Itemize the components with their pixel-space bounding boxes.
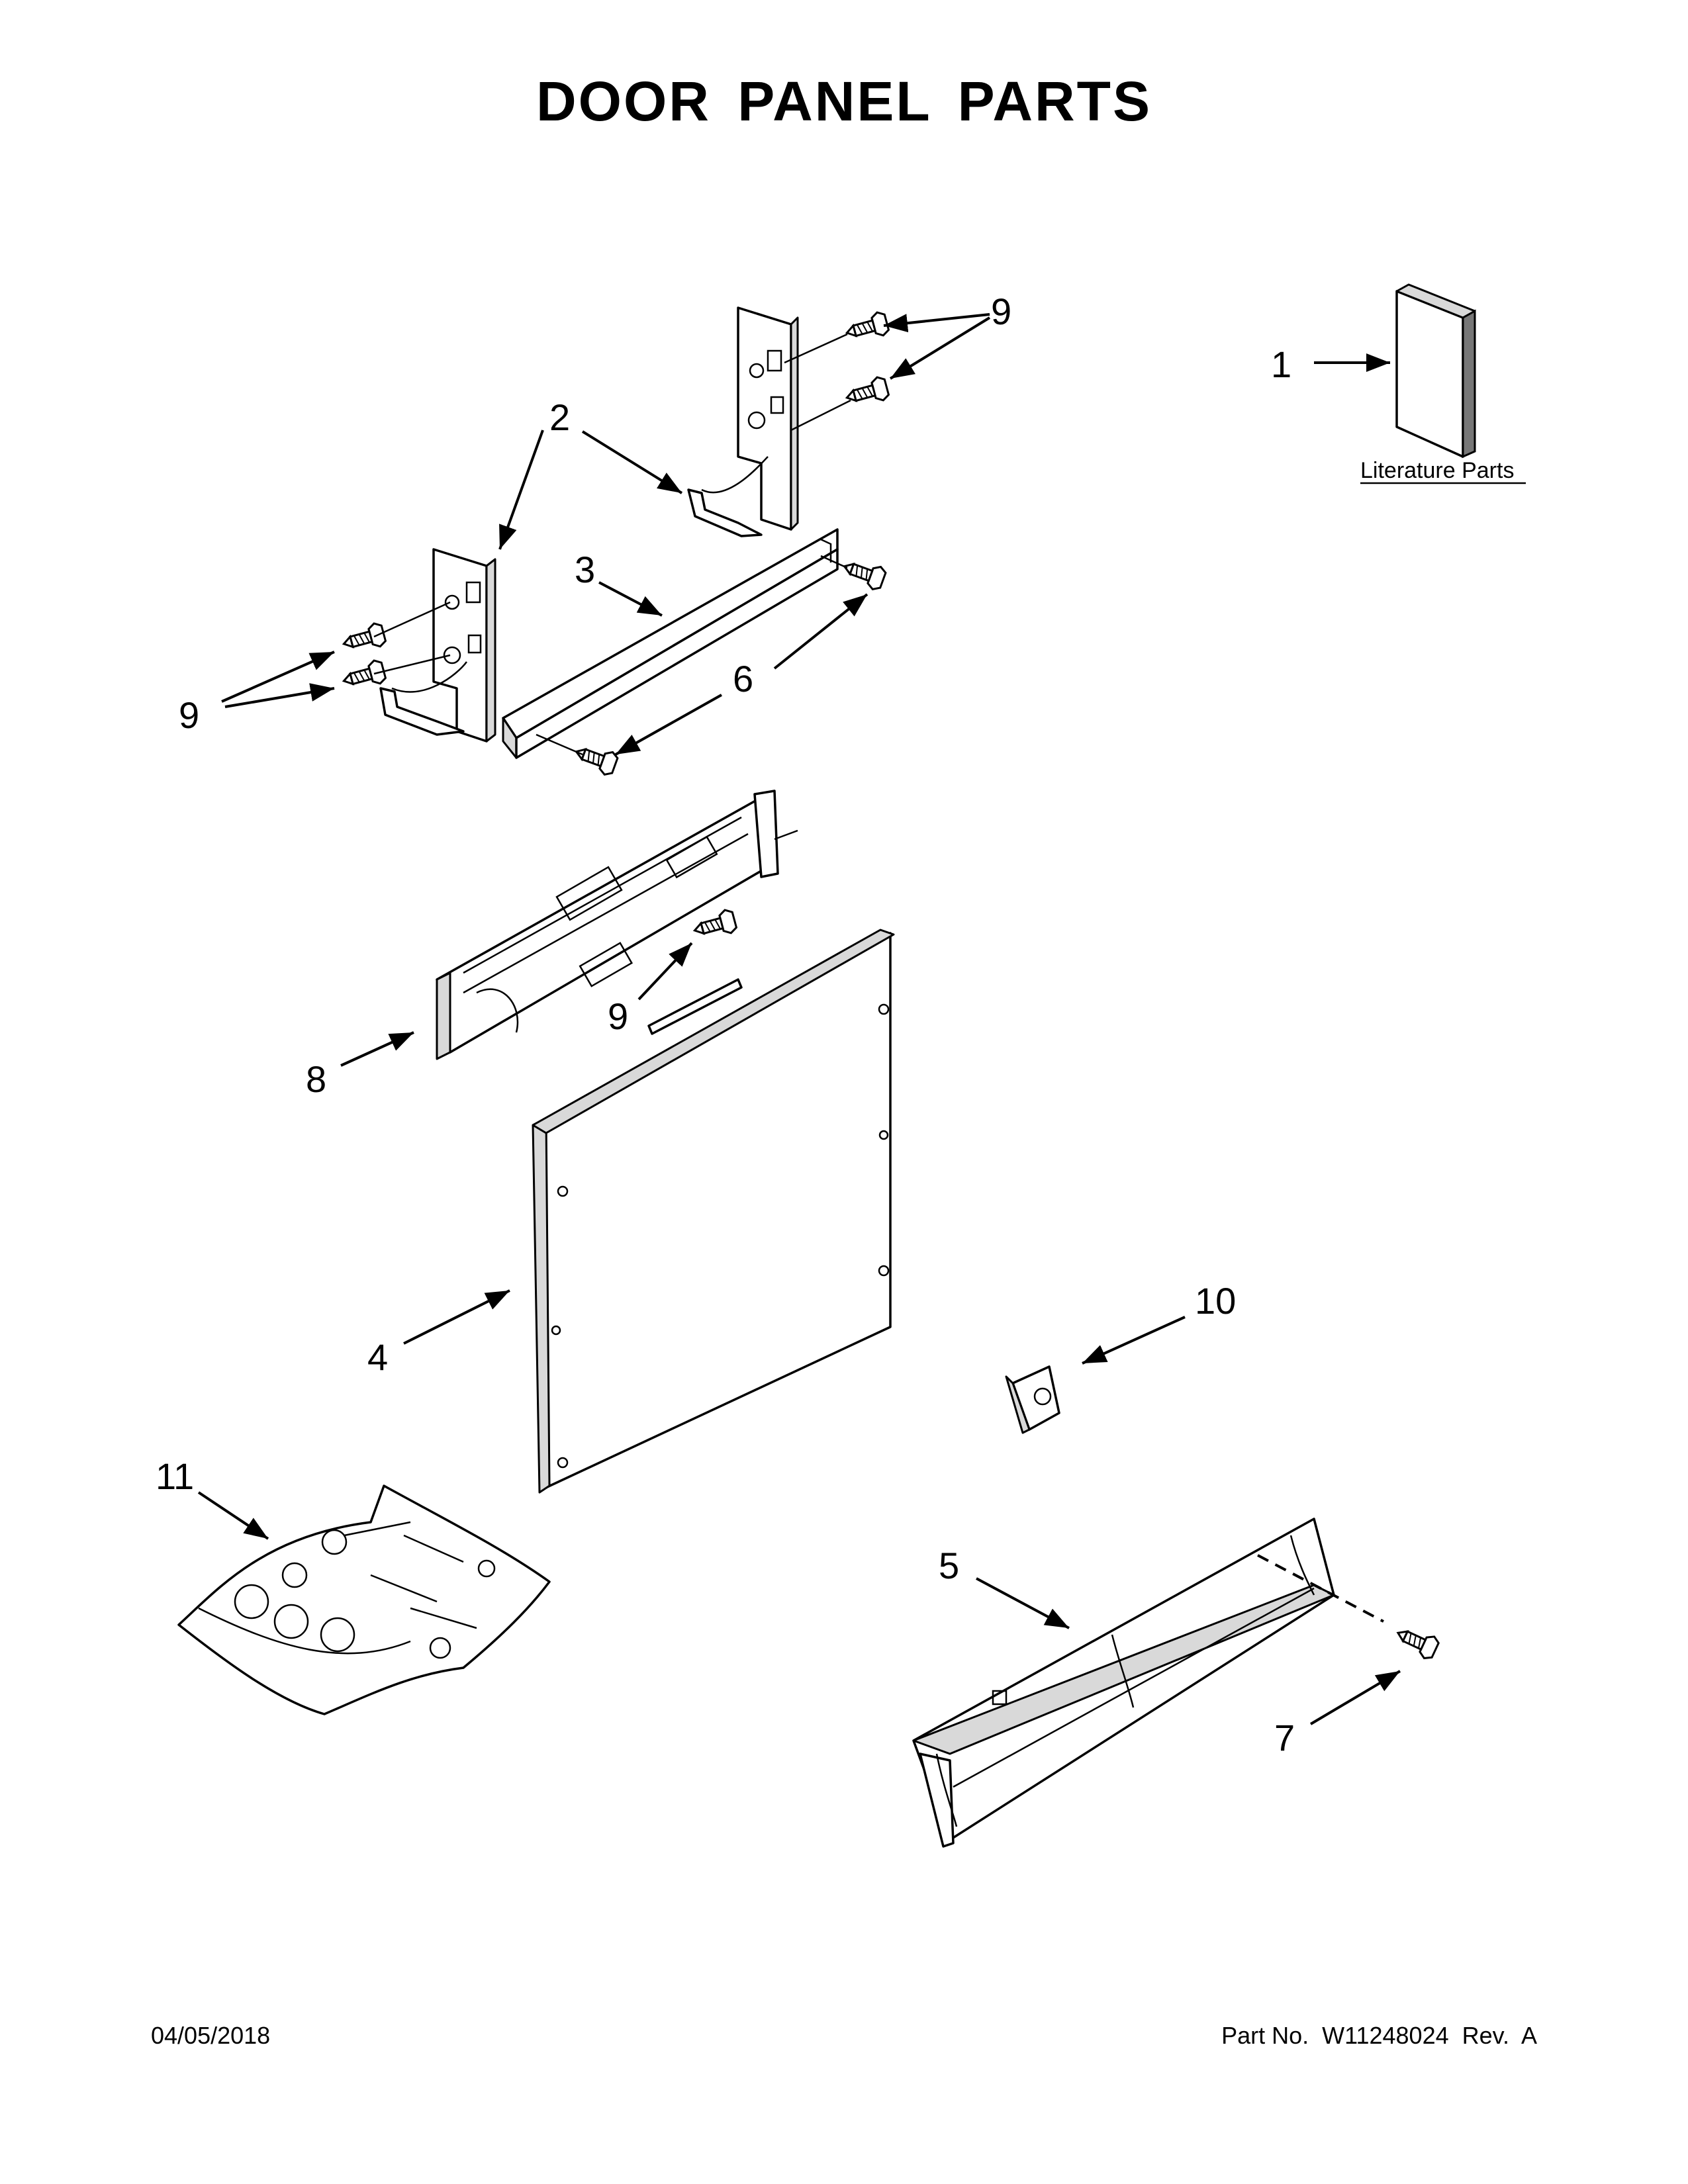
screw-9-left-a: [340, 620, 388, 657]
door-channel: [502, 528, 839, 759]
control-module: [436, 790, 798, 1060]
screw-9-module: [690, 907, 739, 943]
callout-9-module: 9: [608, 995, 628, 1037]
callout-5: 5: [939, 1545, 959, 1586]
callout-8: 8: [306, 1058, 326, 1100]
leader-2b: [581, 430, 683, 494]
leader-4: [403, 1289, 510, 1345]
part7-dash: [1257, 1554, 1384, 1623]
left-hinge-bracket: [379, 548, 496, 743]
callout-3: 3: [575, 549, 595, 590]
leader-8: [340, 1031, 414, 1067]
callout-7: 7: [1274, 1717, 1295, 1758]
leader-9-left-b: [224, 683, 335, 708]
leader-2a: [498, 430, 544, 550]
leader-5: [976, 1577, 1070, 1629]
page-title: DOOR PANEL PARTS: [536, 70, 1152, 132]
leader-7: [1309, 1670, 1401, 1725]
footer-date: 04/05/2018: [151, 2022, 271, 2049]
footer-part-number: Part No. W11248024 Rev. A: [1221, 2022, 1537, 2049]
screw-9-top-a: [843, 309, 891, 345]
leader-9-left-a: [221, 651, 335, 703]
leader-11: [197, 1491, 269, 1540]
leader-6a: [773, 593, 868, 670]
clip-part: [1005, 1365, 1060, 1434]
leader-9-top-b: [889, 316, 991, 380]
leader-6b: [615, 694, 722, 756]
callout-9-left: 9: [179, 694, 199, 736]
door-panel: [532, 929, 895, 1494]
callout-9-top: 9: [991, 291, 1011, 332]
callout-11: 11: [156, 1455, 194, 1497]
hardware-bag: [177, 1484, 551, 1715]
callout-6: 6: [733, 658, 753, 700]
literature-book-icon: [1395, 283, 1476, 459]
leader-9-module: [637, 942, 693, 1001]
screw-6-left: [571, 739, 620, 778]
literature-parts-label: Literature Parts: [1360, 458, 1514, 483]
right-hinge-bracket: [687, 306, 799, 537]
callout-1: 1: [1271, 343, 1291, 385]
leader-3: [598, 581, 663, 617]
screw-9-top-b: [843, 374, 891, 410]
leader-10: [1082, 1316, 1186, 1365]
callout-10: 10: [1195, 1280, 1236, 1322]
screw-9-left-b: [340, 657, 388, 694]
callout-2: 2: [549, 396, 570, 438]
screw-6-right: [839, 554, 888, 593]
screw-7: [1391, 1621, 1442, 1662]
leader-9-top-a: [883, 313, 990, 333]
toe-kick-panel: [912, 1518, 1335, 1848]
callout-4: 4: [367, 1336, 388, 1378]
